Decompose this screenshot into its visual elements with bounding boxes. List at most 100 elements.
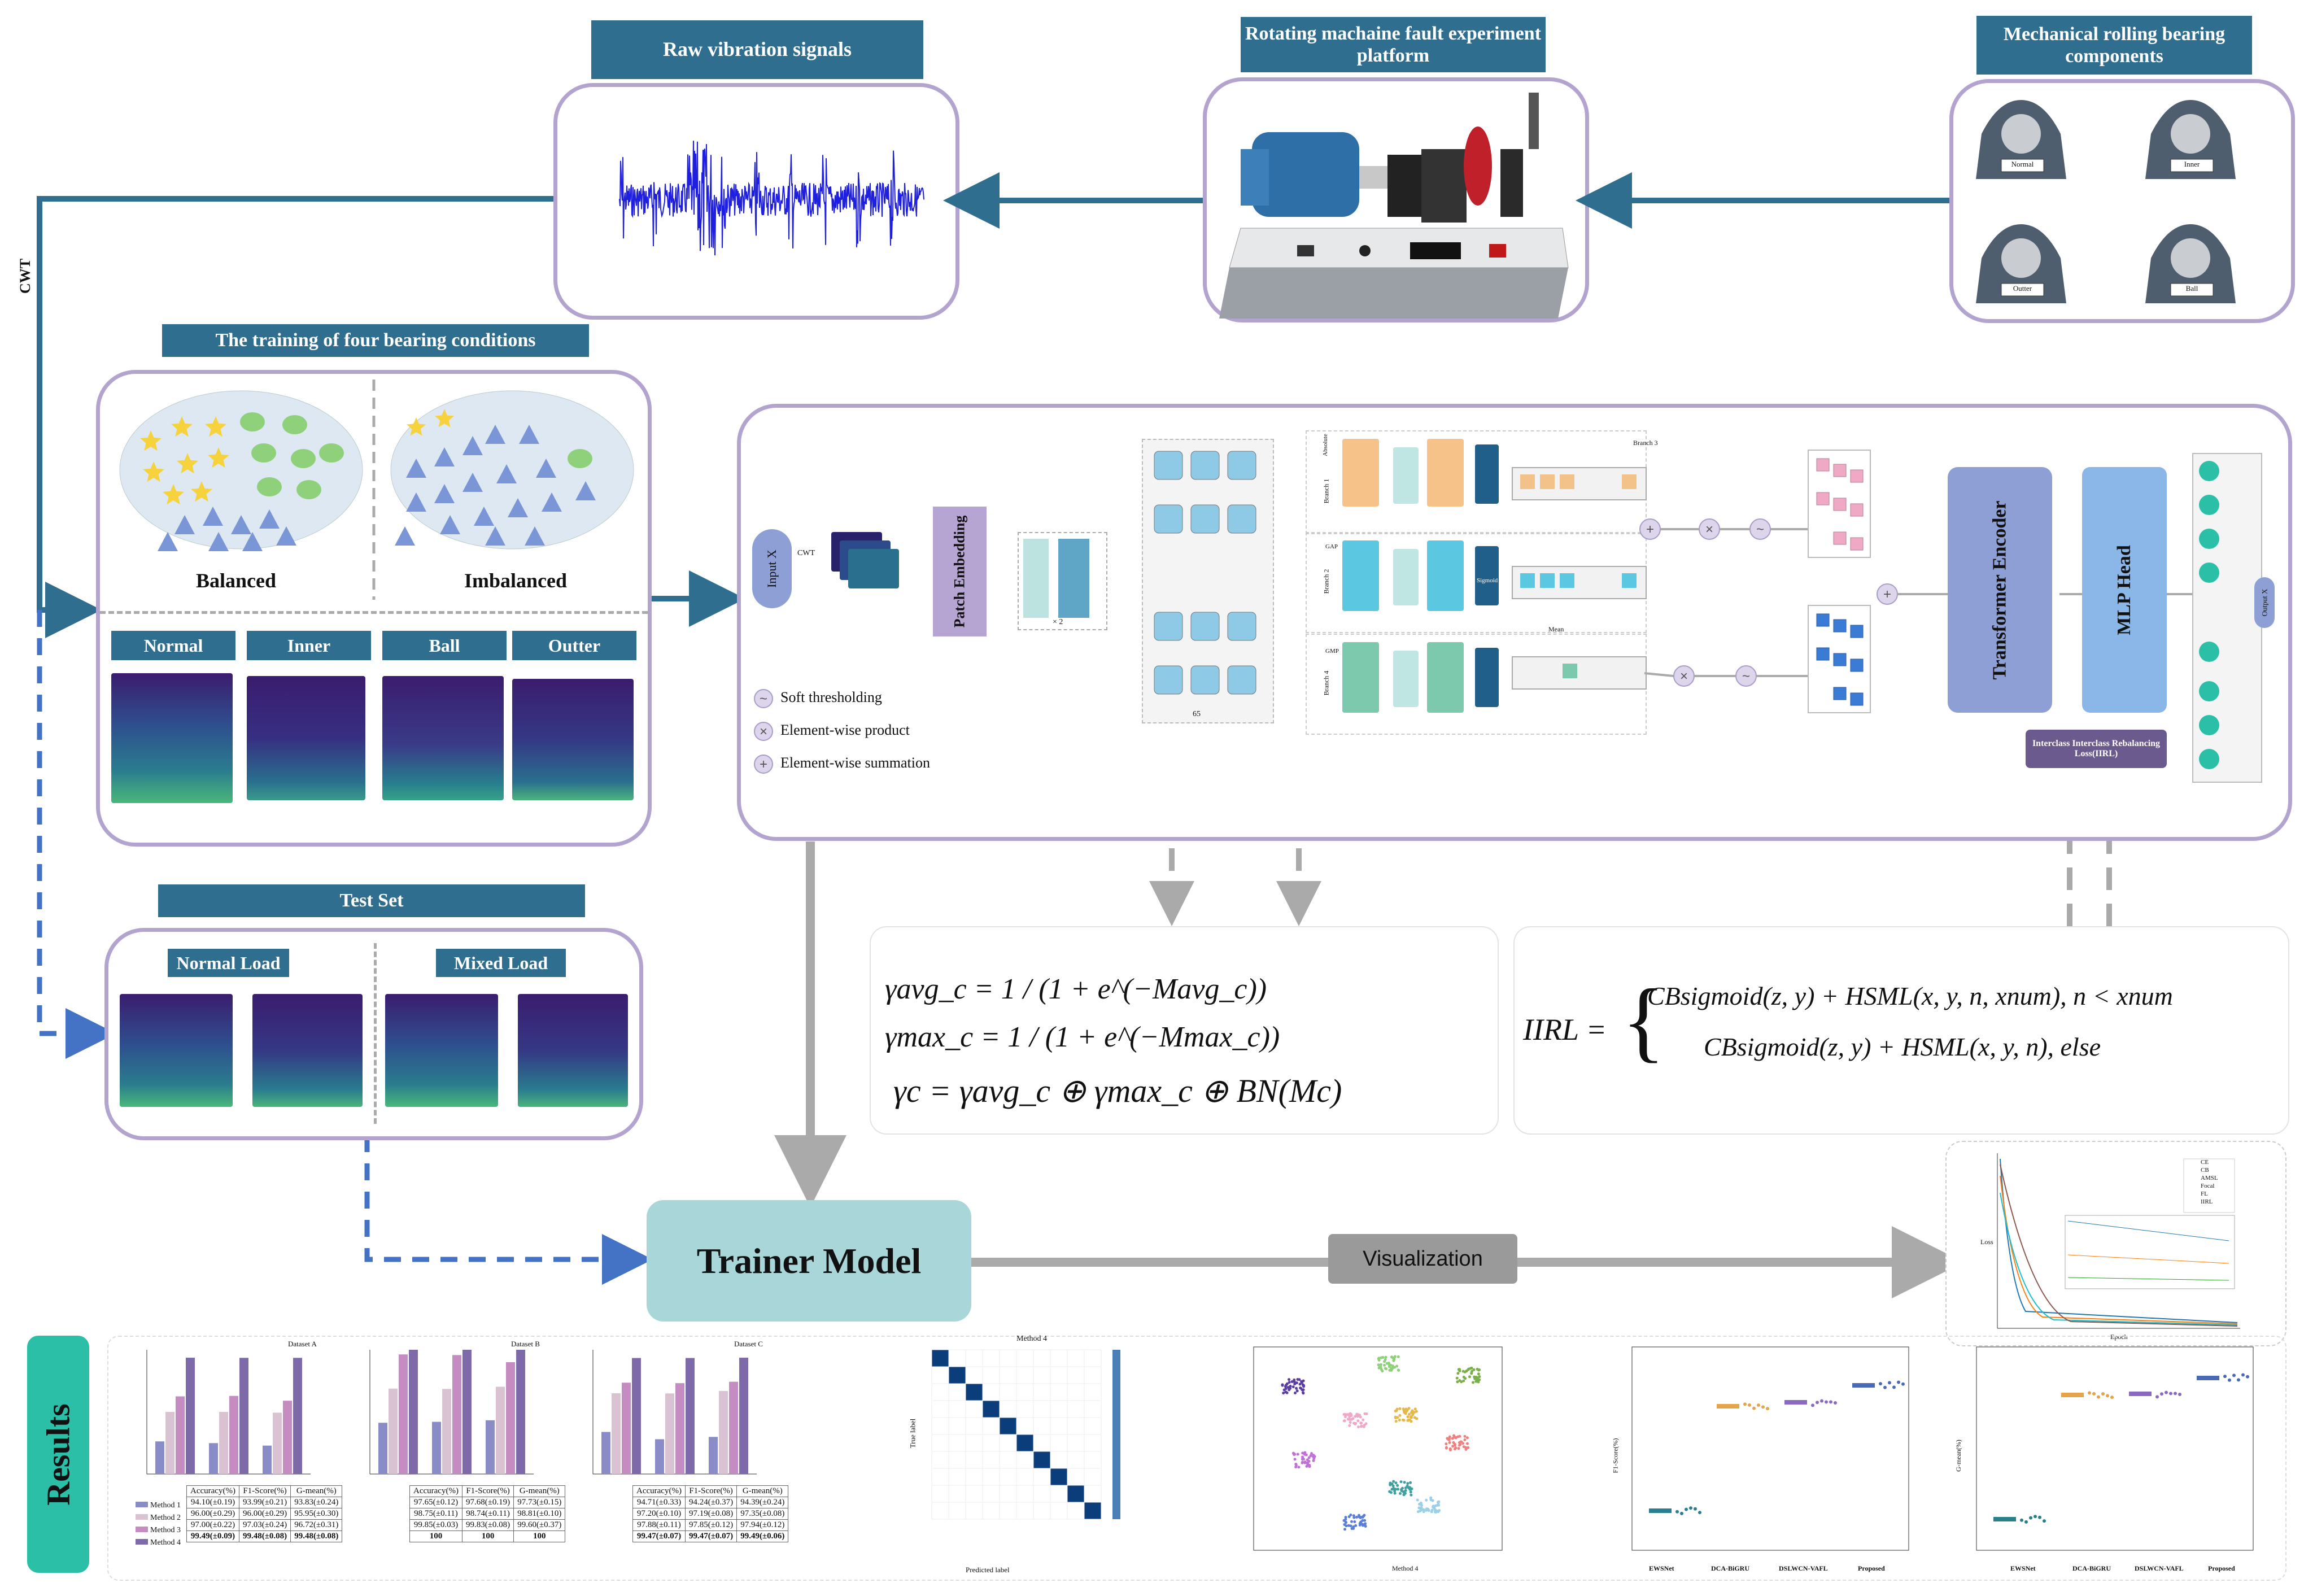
svg-text:~: ~ — [760, 691, 767, 707]
triangle-sample — [208, 532, 229, 551]
cm-cell — [1033, 1366, 1051, 1384]
mixed-load-label: Mixed Load — [436, 949, 566, 977]
tsne-point — [1438, 1509, 1441, 1512]
scatter-point — [2024, 1520, 2028, 1524]
bn-relu-b2 — [1393, 549, 1419, 605]
patch-tile — [1190, 612, 1220, 641]
tsne-point — [1299, 1386, 1302, 1390]
header: Accuracy(%) — [409, 1485, 462, 1497]
bar — [719, 1390, 728, 1474]
bn-relu-b4 — [1393, 651, 1419, 707]
cm-cell — [1016, 1502, 1034, 1520]
table-a: Accuracy(%)F1-Score(%)G-mean(%) 94.10(±0… — [186, 1485, 343, 1542]
scatter-point — [1820, 1399, 1823, 1403]
sigmoid-label: Sigmoid — [1477, 577, 1498, 584]
bar — [283, 1401, 292, 1474]
bearing-box: Normal Inner Outter Ball — [1949, 79, 2295, 323]
cell: 98.81(±0.10) — [513, 1508, 566, 1520]
cm-cell — [982, 1417, 1000, 1435]
times-two: × 2 — [1053, 618, 1063, 626]
tsne-point — [1463, 1438, 1467, 1441]
tsne-point — [1398, 1407, 1402, 1410]
tsne-point — [1385, 1367, 1388, 1371]
tsne-point — [1393, 1492, 1397, 1495]
cell: 99.48(±0.08) — [290, 1530, 343, 1542]
tsne-point — [1377, 1363, 1380, 1367]
triangle-sample — [158, 532, 178, 551]
cm-cell — [1033, 1383, 1051, 1401]
bar — [219, 1412, 228, 1474]
platform-banner: Rotating machaine fault experiment platf… — [1241, 17, 1546, 72]
tsne-point — [1406, 1409, 1409, 1412]
cm-cell — [1016, 1451, 1034, 1469]
cell: 93.83(±0.24) — [290, 1497, 343, 1508]
scatter-point — [1901, 1382, 1905, 1386]
bar — [452, 1355, 461, 1474]
cm-cell — [999, 1434, 1017, 1452]
cm-cell — [965, 1434, 983, 1452]
cm-cell — [1033, 1349, 1051, 1367]
tsne-point — [1358, 1514, 1361, 1517]
bar — [655, 1439, 664, 1474]
legend-soft-threshold: Soft thresholding — [780, 689, 882, 705]
triangle-sample — [395, 526, 415, 546]
tsne-point — [1289, 1385, 1292, 1388]
triangle-sample — [462, 436, 483, 455]
visualization-tag: Visualization — [1328, 1234, 1517, 1284]
cell: 99.48(±0.08) — [238, 1530, 291, 1542]
bearing-tag-normal: Normal — [2011, 160, 2034, 168]
cm-cell — [1084, 1502, 1102, 1520]
f1-score-plot — [1631, 1346, 1909, 1551]
bar — [516, 1350, 525, 1474]
scatter-point — [1752, 1406, 1756, 1410]
triangle-sample — [259, 509, 280, 529]
trainer-model: Trainer Model — [647, 1200, 971, 1322]
bar — [709, 1437, 718, 1474]
tsne-point — [1294, 1466, 1298, 1469]
op-gmp: GMP — [1325, 648, 1339, 655]
cell: 99.49(±0.09) — [186, 1530, 239, 1542]
gamma-formula-box: γavg_c = 1 / (1 + e^(−Mavg_c)) γmax_c = … — [870, 926, 1499, 1135]
visualization-label: Visualization — [1363, 1246, 1483, 1271]
tsne-point — [1344, 1516, 1347, 1519]
cwt-stack — [848, 549, 899, 588]
star-sample — [207, 447, 230, 468]
cm-cell — [931, 1451, 949, 1469]
scatter-point — [2110, 1396, 2114, 1399]
triangle-sample — [496, 464, 517, 483]
test-rig-image — [1219, 93, 1569, 319]
star-sample — [204, 416, 227, 437]
method-legend: Method 1 Method 2 Method 3 Method 4 — [136, 1499, 181, 1549]
cm-cell — [1050, 1468, 1068, 1486]
tsne-point — [1398, 1492, 1402, 1495]
spectrogram — [120, 994, 233, 1107]
bar — [263, 1445, 272, 1474]
tsne-point — [1348, 1424, 1351, 1427]
tsne-point — [1477, 1372, 1480, 1376]
cm-cell — [948, 1417, 966, 1435]
tsne-point — [1389, 1491, 1393, 1494]
tsne-frame — [1253, 1346, 1503, 1551]
tsne-point — [1391, 1356, 1395, 1359]
tsne-point — [1308, 1465, 1311, 1468]
bar — [675, 1383, 684, 1474]
spectrogram — [385, 994, 498, 1107]
cond-outter: Outter — [512, 631, 636, 660]
cm-cell — [1016, 1468, 1034, 1486]
cm-cell — [965, 1417, 983, 1435]
tsne-point — [1387, 1363, 1391, 1367]
bar — [622, 1383, 631, 1474]
scatter-point — [1888, 1381, 1891, 1385]
tsne-point — [1412, 1411, 1416, 1414]
tsne-point — [1467, 1446, 1470, 1449]
training-banner: The training of four bearing conditions — [162, 324, 589, 357]
tsne-point — [1398, 1414, 1402, 1417]
triangle-sample — [203, 507, 223, 526]
spectrogram — [512, 679, 634, 800]
scatter-point — [1892, 1385, 1896, 1389]
table-c: Accuracy(%)F1-Score(%)G-mean(%) 94.71(±0… — [632, 1485, 789, 1542]
cm-cell — [931, 1400, 949, 1418]
tsne-point — [1296, 1453, 1299, 1456]
tsne-point — [1362, 1523, 1365, 1527]
cm-cell — [999, 1383, 1017, 1401]
